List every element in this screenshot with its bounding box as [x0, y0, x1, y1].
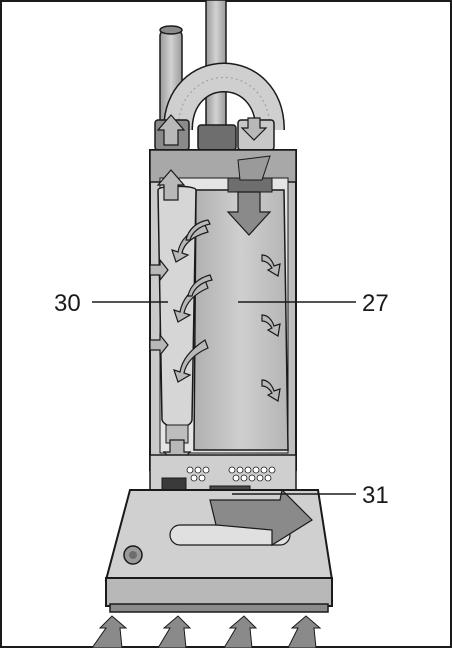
floor-head: [104, 489, 334, 613]
callout-30: 30: [54, 290, 81, 317]
airflow-arrows: [149, 114, 281, 466]
floor-intake-arrows: [91, 615, 322, 648]
callout-27: 27: [362, 290, 389, 317]
intake-filter-tube: [157, 185, 197, 444]
callout-31: 31: [362, 482, 389, 509]
hose-loop: [163, 62, 285, 132]
exhaust-arrow: [209, 488, 313, 547]
